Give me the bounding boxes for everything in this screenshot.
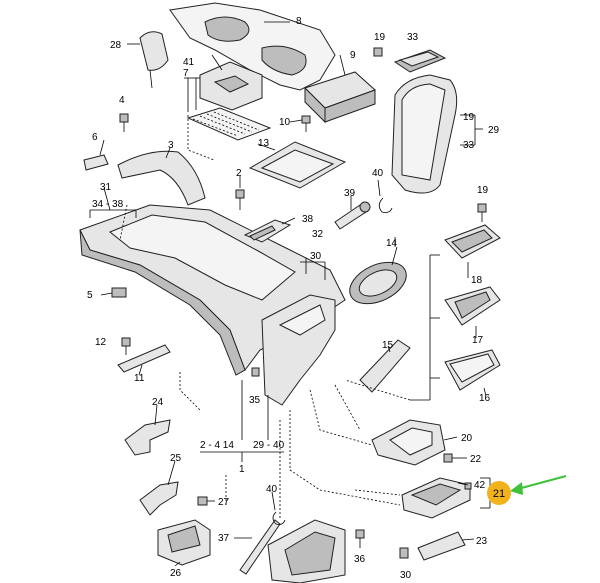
label-36: 36 bbox=[354, 554, 366, 565]
label-1: 1 bbox=[239, 464, 245, 475]
part-24-bracket bbox=[124, 419, 171, 456]
label-10: 10 bbox=[279, 117, 291, 128]
dashed-guides bbox=[119, 115, 411, 520]
part-40b-clip bbox=[272, 511, 286, 525]
label-31: 31 bbox=[100, 182, 112, 193]
label-29: 29 bbox=[488, 125, 500, 136]
part-11-bracket bbox=[117, 344, 171, 373]
label-35: 35 bbox=[249, 395, 261, 406]
label-23: 23 bbox=[476, 536, 488, 547]
highlight-label: 21 bbox=[493, 488, 505, 500]
screw-10 bbox=[301, 115, 311, 132]
highlight-marker: 21 bbox=[487, 474, 567, 505]
label-28: 28 bbox=[110, 40, 122, 51]
part-9-tray bbox=[304, 71, 376, 124]
label-42: 42 bbox=[474, 480, 486, 491]
part-30-bezel bbox=[261, 294, 336, 406]
part-14-vent bbox=[349, 261, 407, 305]
part-7-shift-gate bbox=[199, 61, 263, 111]
part-8-console-top bbox=[169, 2, 336, 91]
label-40a: 40 bbox=[372, 168, 384, 179]
label-12: 12 bbox=[95, 337, 107, 348]
label-19a: 19 bbox=[374, 32, 386, 43]
part-3-trim bbox=[117, 150, 206, 206]
screw-2 bbox=[235, 189, 245, 210]
label-4: 4 bbox=[119, 95, 125, 106]
label-27: 27 bbox=[218, 497, 230, 508]
label-38: 38 bbox=[302, 214, 314, 225]
label-17: 17 bbox=[472, 335, 484, 346]
part-23-cover bbox=[417, 531, 466, 561]
part-28 bbox=[139, 31, 169, 89]
label-26: 26 bbox=[170, 568, 182, 579]
screw-19c bbox=[477, 203, 487, 222]
part-18-vent bbox=[444, 224, 501, 259]
part-13-lid bbox=[248, 141, 347, 189]
part-20-holder bbox=[371, 419, 446, 466]
screw-36 bbox=[355, 529, 365, 548]
label-19c: 19 bbox=[477, 185, 489, 196]
label-6: 6 bbox=[92, 132, 98, 143]
label-16: 16 bbox=[479, 393, 491, 404]
label-13: 13 bbox=[258, 138, 270, 149]
part-labels: 28 41 7 8 19 33 9 4 10 6 3 13 31 34 - 38… bbox=[87, 16, 500, 581]
label-3: 3 bbox=[168, 140, 174, 151]
screw-19a bbox=[373, 47, 383, 57]
part-30b-clip bbox=[399, 547, 409, 559]
screw-42 bbox=[464, 482, 472, 490]
label-30b: 30 bbox=[400, 570, 412, 581]
leader-lines bbox=[89, 21, 491, 567]
label-32: 32 bbox=[312, 229, 324, 240]
label-2: 2 bbox=[236, 168, 242, 179]
part-41-mat bbox=[186, 107, 272, 141]
part-33-tray bbox=[393, 49, 447, 73]
part-38-latch bbox=[243, 219, 292, 243]
label-22: 22 bbox=[470, 454, 482, 465]
label-20: 20 bbox=[461, 433, 473, 444]
part-22-box bbox=[267, 519, 346, 583]
part-15-panel bbox=[359, 339, 411, 393]
label-25: 25 bbox=[170, 453, 182, 464]
label-30: 30 bbox=[310, 251, 322, 262]
screw-22 bbox=[443, 453, 453, 463]
label-33a: 33 bbox=[407, 32, 419, 43]
part-40-clip bbox=[378, 197, 393, 213]
label-15: 15 bbox=[382, 340, 394, 351]
part-16-cover bbox=[444, 349, 501, 391]
screw-5 bbox=[111, 287, 127, 298]
label-34-38: 34 - 38 bbox=[92, 199, 124, 210]
label-2-4-14: 2 - 4 14 bbox=[200, 440, 234, 451]
label-11: 11 bbox=[134, 373, 145, 384]
label-7: 7 bbox=[183, 68, 189, 79]
label-9: 9 bbox=[350, 50, 356, 61]
label-14: 14 bbox=[386, 238, 398, 249]
part-29-armrest bbox=[391, 74, 458, 194]
label-40b: 40 bbox=[266, 484, 278, 495]
label-18: 18 bbox=[471, 275, 483, 286]
label-29-40: 29 - 40 bbox=[253, 440, 285, 451]
label-19b: 19 bbox=[463, 112, 475, 123]
label-8: 8 bbox=[296, 16, 302, 27]
part-35-clip bbox=[251, 367, 260, 377]
label-39: 39 bbox=[344, 188, 356, 199]
screw-4 bbox=[119, 113, 129, 132]
part-25-bracket bbox=[139, 481, 179, 516]
label-24: 24 bbox=[152, 397, 164, 408]
part-37-rod bbox=[239, 519, 281, 575]
screw-27 bbox=[197, 496, 208, 506]
part-39-pin bbox=[334, 201, 371, 230]
label-33b: 33 bbox=[463, 140, 475, 151]
part-26-mechanism bbox=[157, 519, 211, 566]
label-37: 37 bbox=[218, 533, 230, 544]
label-41: 41 bbox=[183, 57, 195, 68]
part-6-trim bbox=[83, 154, 109, 171]
part-17-vent bbox=[444, 286, 501, 326]
part-21-unit bbox=[401, 477, 471, 519]
screw-12 bbox=[121, 337, 131, 355]
label-5: 5 bbox=[87, 290, 93, 301]
